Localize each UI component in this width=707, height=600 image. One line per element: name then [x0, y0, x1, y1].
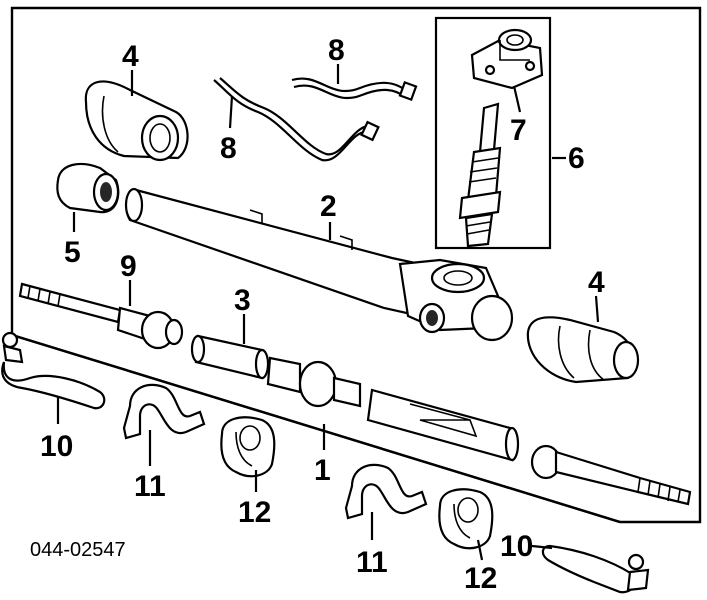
tie-rod-right-inner	[530, 444, 692, 506]
bracket-right	[344, 463, 428, 520]
callout-outer-tie-rod-left: 10	[40, 430, 73, 463]
callout-mount-bushing-right: 12	[464, 562, 497, 595]
grommet	[56, 162, 120, 214]
callout-valve-assembly: 6	[568, 142, 585, 175]
diagram-reference-code: 044-02547	[30, 539, 126, 561]
callout-outer-tie-rod-right: 10	[500, 530, 533, 563]
callout-rack-boot-left: 4	[122, 40, 139, 73]
callout-inner-tie-rod: 9	[120, 250, 137, 283]
bushing	[190, 334, 270, 380]
inner-tie-rod	[18, 282, 184, 350]
callout-rack-boot-right: 4	[588, 266, 605, 299]
hydraulic-line-lower	[213, 77, 380, 162]
callout-bracket-right: 11	[356, 546, 388, 579]
valve-housing	[470, 28, 544, 90]
hydraulic-line-upper	[291, 77, 418, 102]
bracket-left	[122, 383, 206, 440]
rack-boot-left	[84, 80, 189, 162]
callout-rack-housing: 2	[320, 190, 337, 223]
callout-hydraulic-line-upper: 8	[328, 34, 345, 67]
callout-valve-housing: 7	[510, 114, 527, 147]
callout-rack: 1	[314, 454, 331, 487]
callout-grommet: 5	[64, 236, 81, 269]
callout-bracket-left: 11	[134, 470, 166, 503]
rack-housing	[124, 187, 514, 342]
callout-mount-bushing-left: 12	[238, 496, 271, 529]
callout-hydraulic-line-lower: 8	[220, 132, 237, 165]
frame-bottom-edge	[11, 333, 621, 524]
mount-bushing-right	[438, 488, 494, 550]
rack	[266, 356, 520, 462]
outer-tie-rod-right	[541, 544, 650, 594]
outer-tie-rod-left	[1, 331, 106, 410]
callout-bushing: 3	[234, 284, 251, 317]
pinion-shaft	[458, 102, 502, 248]
diagram-frame	[10, 6, 702, 524]
rack-boot-right	[526, 316, 640, 384]
mount-bushing-left	[220, 416, 276, 478]
leader-lines	[56, 64, 600, 561]
